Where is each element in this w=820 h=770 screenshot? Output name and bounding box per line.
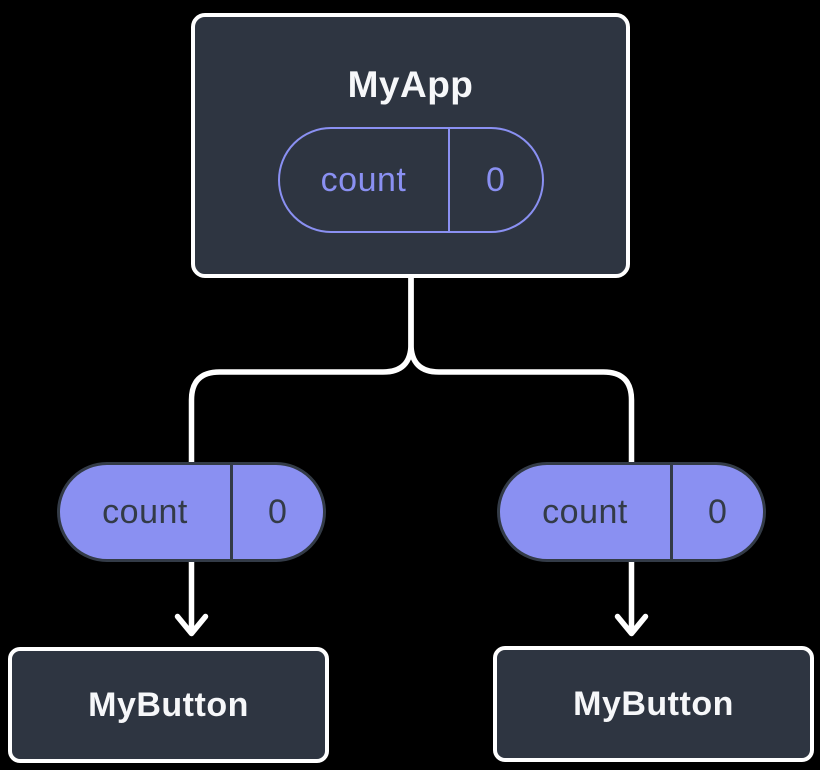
state-value: 0: [486, 160, 506, 199]
fork-branch-left-line: [188, 273, 414, 631]
prop-name: count: [102, 492, 188, 531]
pill-divider: [447, 129, 450, 231]
root-component-title: MyApp: [347, 64, 474, 105]
prop-pill: count 0: [57, 462, 326, 562]
pill-divider: [670, 465, 673, 559]
prop-pill: count 0: [497, 462, 766, 562]
prop-value: 0: [268, 492, 288, 531]
arrow-down-icon: [614, 613, 649, 637]
child-component-box: MyButton: [493, 646, 814, 762]
child-component-title: MyButton: [573, 684, 734, 723]
prop-name: count: [542, 492, 628, 531]
state-name: count: [320, 160, 407, 199]
root-component-box: MyApp count 0: [191, 13, 630, 278]
state-pill: count 0: [277, 127, 544, 233]
child-component-box: MyButton: [8, 647, 329, 763]
arrow-down-icon: [174, 613, 209, 637]
child-component-title: MyButton: [88, 685, 249, 724]
prop-value: 0: [708, 492, 728, 531]
fork-branch-right-line: [408, 273, 635, 631]
pill-divider: [230, 465, 233, 559]
